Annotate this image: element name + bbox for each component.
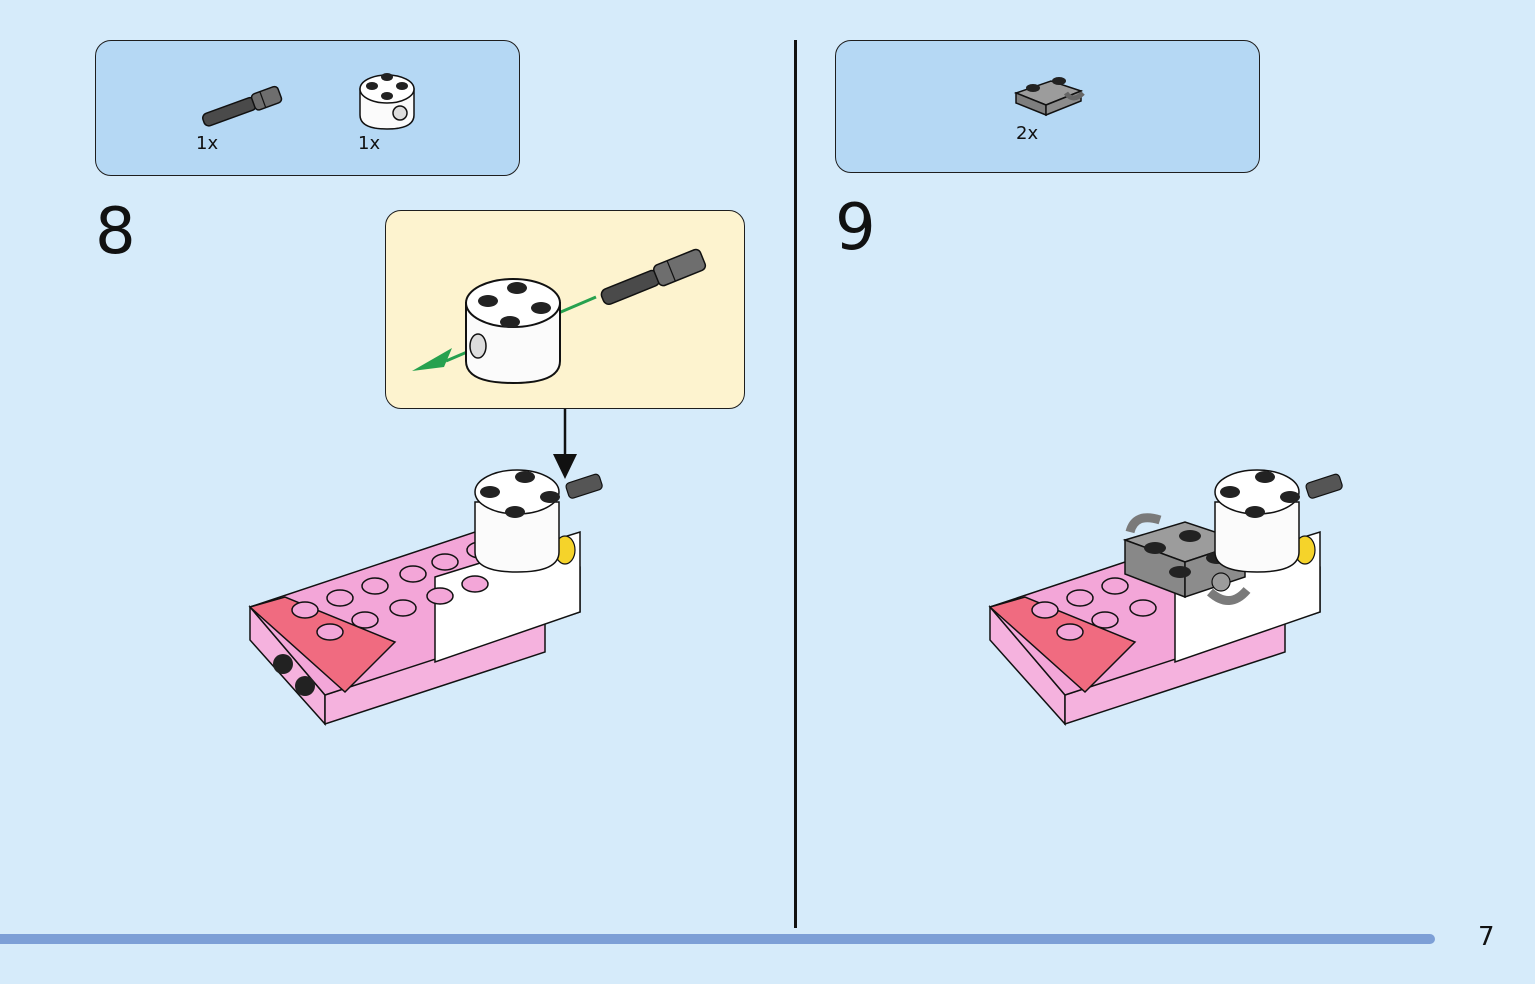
step-8-model-illustration bbox=[248, 469, 603, 726]
gray-clip-plate-icon bbox=[1013, 77, 1085, 117]
down-arrow-icon bbox=[553, 409, 577, 479]
gray-axle-pin-icon bbox=[202, 85, 283, 127]
part-qty: 1x bbox=[196, 133, 219, 154]
step-9-parts-box: 2x bbox=[835, 40, 1260, 173]
page-number: 7 bbox=[1478, 922, 1495, 952]
step-number: 8 bbox=[95, 195, 136, 269]
part-qty: 2x bbox=[1016, 123, 1039, 144]
step-9-model-illustration bbox=[988, 469, 1343, 726]
part-qty: 1x bbox=[358, 133, 381, 154]
sub-assembly-callout bbox=[385, 210, 745, 409]
assembly-detail-illustration bbox=[412, 248, 707, 385]
step-8-parts-box: 1x 1x bbox=[95, 40, 520, 176]
white-round-brick-icon bbox=[359, 73, 415, 130]
step-number: 9 bbox=[835, 191, 876, 265]
page-footer-bar bbox=[0, 934, 1435, 944]
step-divider bbox=[794, 40, 797, 928]
